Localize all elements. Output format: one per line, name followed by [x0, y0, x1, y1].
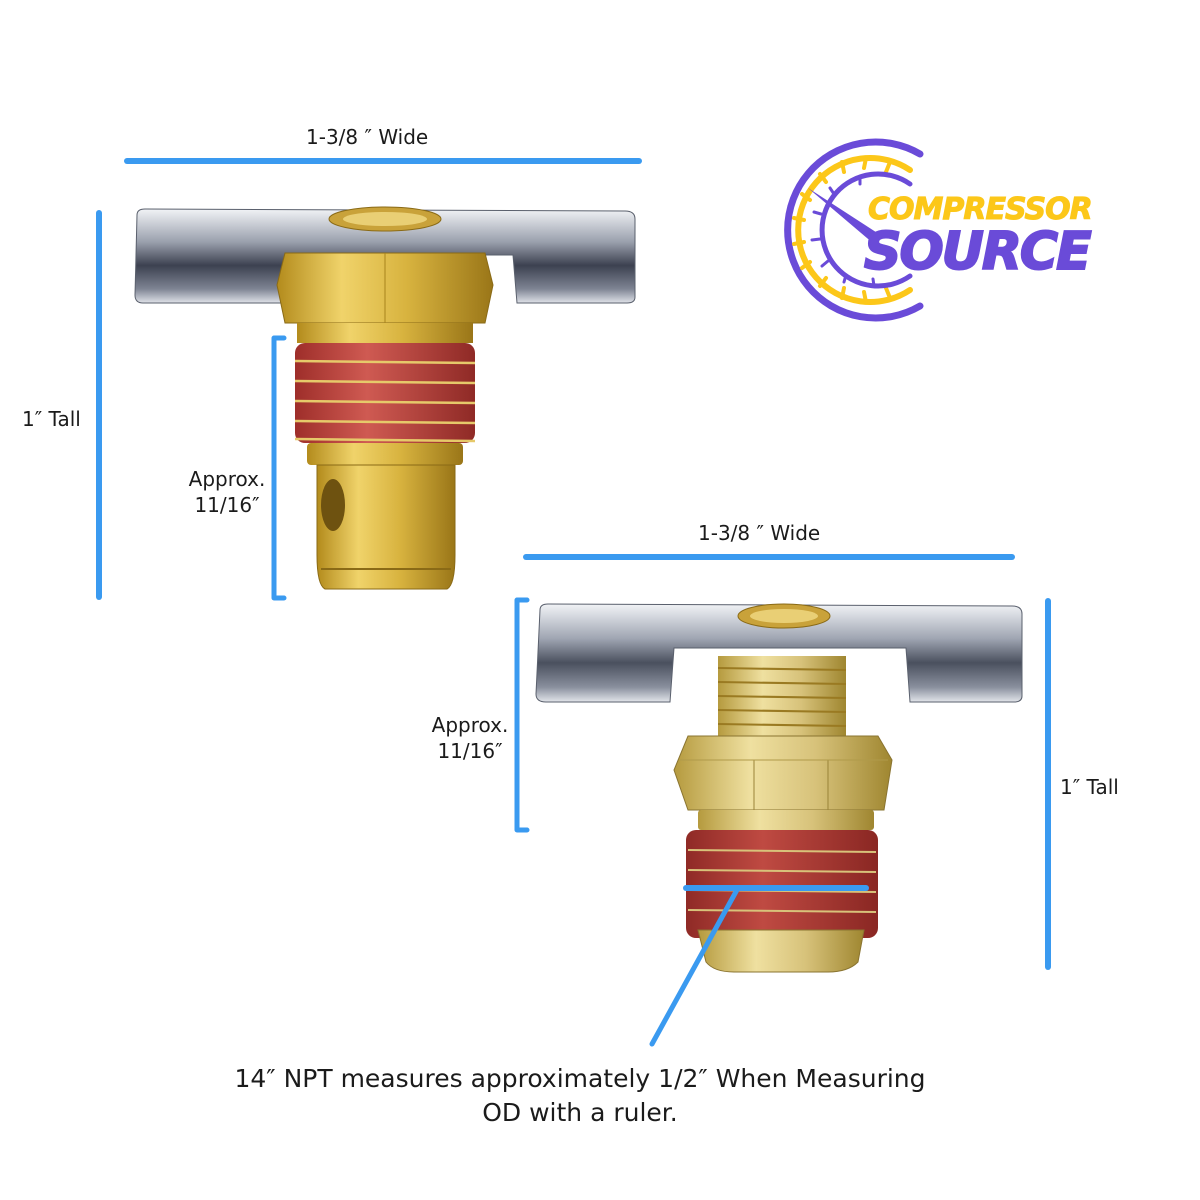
npt-caption-line1: 14″ NPT measures approximately 1/2″ When… [234, 1064, 926, 1093]
valve1-width-label: 1-3/8 ″ Wide [306, 125, 429, 149]
valve1-thread-label: Approx. 11/16″ [182, 466, 272, 518]
npt-od-pointer [649, 885, 869, 1047]
valve2-thread-label-line1: Approx. [431, 713, 509, 737]
compressor-source-logo: COMPRESSOR SOURCE [770, 138, 1120, 322]
drain-valve-2-image [535, 603, 1023, 973]
valve1-thread-label-line1: Approx. [188, 467, 266, 491]
valve2-thread-label: Approx. 11/16″ [420, 712, 520, 764]
logo-text-source: SOURCE [863, 221, 1093, 283]
valve1-height-label: 1″ Tall [22, 407, 81, 431]
npt-caption: 14″ NPT measures approximately 1/2″ When… [180, 1062, 980, 1130]
pressure-gauge-icon [784, 138, 924, 322]
valve2-height-dimension-line [1045, 598, 1051, 970]
valve2-thread-label-line2: 11/16″ [437, 739, 503, 763]
valve2-thread-bracket [514, 597, 530, 833]
drain-valve-1-image [134, 206, 636, 590]
valve2-width-label: 1-3/8 ″ Wide [698, 521, 821, 545]
valve1-width-dimension-line [124, 158, 642, 164]
valve1-height-dimension-line [96, 210, 102, 600]
logo-text-compressor: COMPRESSOR [868, 192, 1094, 228]
valve2-height-label: 1″ Tall [1060, 775, 1119, 799]
npt-caption-line2: OD with a ruler. [482, 1098, 678, 1127]
valve1-thread-bracket [271, 335, 287, 601]
valve2-width-dimension-line [523, 554, 1015, 560]
valve1-thread-label-line2: 11/16″ [194, 493, 260, 517]
